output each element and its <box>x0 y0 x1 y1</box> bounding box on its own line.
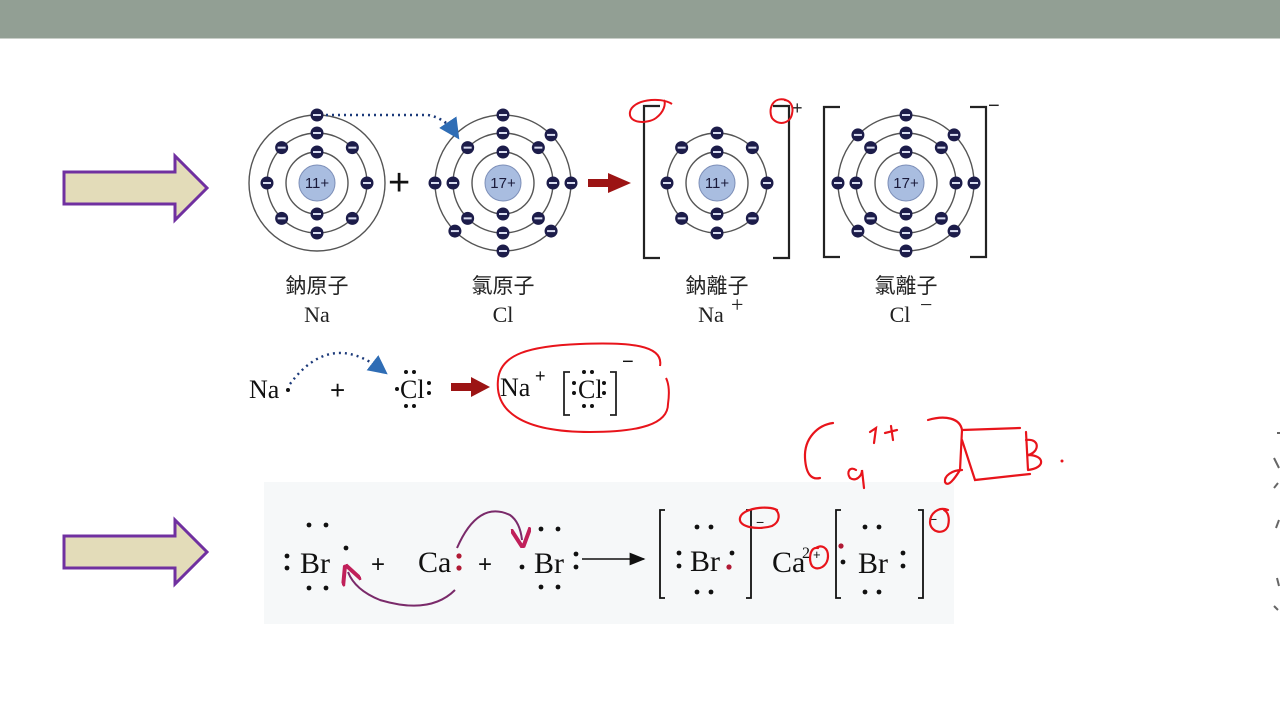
lewis-cabr2-equation: Br + Ca + Br Br <box>284 509 937 607</box>
lewis-product-br-2: Br <box>858 547 888 580</box>
bohr-model-diagram: 11+ 17+ 11+ 17+ <box>248 108 981 258</box>
br-charge-2: − <box>929 511 937 527</box>
lewis-br-2: Br <box>534 547 564 580</box>
annotation-circle-nacl <box>496 342 670 434</box>
svg-text:17+: 17+ <box>490 175 516 192</box>
cl-ion-label-charge: − <box>920 292 932 317</box>
na-ion-model: 11+ <box>660 126 774 240</box>
na-atom-label-symbol: Na <box>304 302 330 327</box>
lewis-plus-1: + <box>371 551 385 578</box>
na-ion-label-symbol: Na <box>698 302 724 327</box>
electron-transfer-arrow <box>326 113 460 140</box>
cl-ion-model: 17+ <box>831 108 981 258</box>
offscreen-slide-edge <box>1268 428 1280 623</box>
na-atom-model: 11+ <box>248 108 386 252</box>
lewis-product-br-1: Br <box>690 545 720 578</box>
handwriting-dot <box>1060 459 1064 463</box>
ca-charge-number: 2 <box>802 545 810 562</box>
lewis-product-cl: Cl <box>578 375 603 404</box>
svg-text:11+: 11+ <box>705 175 730 192</box>
na-ion-label-cn: 鈉離子 <box>686 274 749 298</box>
lewis-na: Na <box>249 375 280 404</box>
cl-atom-label-symbol: Cl <box>493 302 514 327</box>
lewis-product-cl-charge: − <box>622 351 634 373</box>
lewis-product-na: Na <box>500 373 531 402</box>
br-charge-1: − <box>756 514 764 530</box>
cl-ion-label-cn: 氯離子 <box>875 274 938 298</box>
plus-sign: + <box>388 162 410 204</box>
ca-charge-sign: + <box>813 547 821 562</box>
reaction-arrow-icon <box>588 173 631 193</box>
bullet-arrow-icon-1 <box>62 152 210 224</box>
na-atom-label-cn: 鈉原子 <box>286 274 349 298</box>
lewis-plus-2: + <box>478 551 492 578</box>
slide-top-bar <box>0 0 1280 39</box>
lewis-cl: Cl <box>400 375 425 404</box>
na-ion-charge: + <box>792 98 803 118</box>
na-ion-label-charge: + <box>731 292 743 317</box>
cl-atom-label-cn: 氯原子 <box>472 274 535 298</box>
cl-ion-label-symbol: Cl <box>890 302 911 327</box>
lewis-plus: + <box>330 375 345 405</box>
svg-text:11+: 11+ <box>305 175 330 192</box>
lewis-nacl-equation: Na + Cl Na + Cl − <box>249 351 634 416</box>
cl-atom-model: 17+ <box>428 108 578 258</box>
lewis-br-1: Br <box>300 547 330 580</box>
svg-text:17+: 17+ <box>893 175 919 192</box>
bullet-arrow-icon-2 <box>62 516 210 588</box>
cabr2-image-panel <box>264 482 954 624</box>
na-ion-brackets <box>642 104 791 260</box>
lewis-product-na-charge: + <box>535 366 546 386</box>
cl-ion-charge: − <box>988 95 1000 117</box>
lewis-product-ca: Ca <box>772 546 805 579</box>
annotation-circles-bohr <box>628 98 794 124</box>
handwritten-annotations <box>738 416 1043 570</box>
lewis-ca: Ca <box>418 546 451 579</box>
cl-ion-brackets <box>822 105 988 259</box>
